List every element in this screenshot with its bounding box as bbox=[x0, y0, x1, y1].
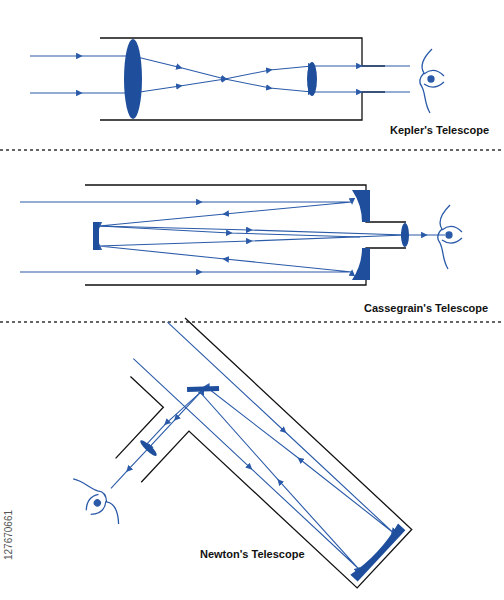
divider bbox=[0, 321, 504, 323]
telescope-name: Newton's Telescope bbox=[198, 548, 307, 560]
kepler-telescope bbox=[30, 38, 444, 120]
telescope-name: Kepler's Telescope bbox=[388, 124, 491, 136]
newton-telescope bbox=[36, 311, 412, 600]
divider bbox=[0, 149, 504, 151]
telescope-name: Cassegrain's Telescope bbox=[362, 302, 490, 314]
cassegrain-telescope bbox=[20, 185, 462, 285]
watermark: 127670661 bbox=[3, 510, 14, 560]
